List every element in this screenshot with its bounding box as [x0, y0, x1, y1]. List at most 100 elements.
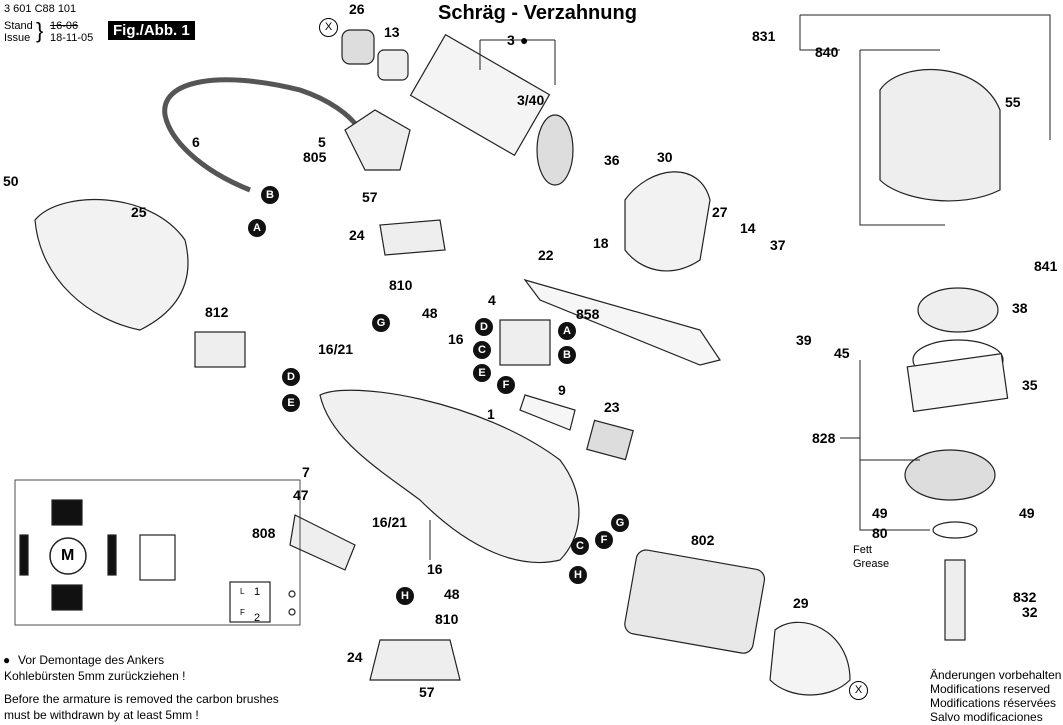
marker-c: C — [473, 341, 491, 359]
marker-x: X — [849, 681, 868, 700]
part-label: 27 — [712, 204, 728, 220]
part-label: 24 — [349, 227, 365, 243]
note-bullet-icon: ● — [3, 653, 11, 667]
part-label: 37 — [770, 237, 786, 253]
part-label: 5 — [318, 134, 326, 150]
note-en-2: must be withdrawn by at least 5mm ! — [4, 708, 199, 722]
marker-f: F — [595, 531, 613, 549]
part-label: 26 — [349, 1, 365, 17]
part-label: 48 — [422, 305, 438, 321]
part-label: 45 — [834, 345, 850, 361]
part-label: 832 — [1013, 589, 1037, 605]
footer-fr: Modifications réservées — [930, 696, 1057, 710]
part-label: 49 — [1019, 505, 1035, 521]
part-label: 841 — [1034, 258, 1058, 274]
motor-symbol — [49, 537, 87, 575]
marker-a: A — [248, 219, 266, 237]
part-label: 840 — [815, 44, 839, 60]
part-label: 48 — [444, 586, 460, 602]
part-label: 831 — [752, 28, 776, 44]
marker-g: G — [372, 314, 390, 332]
part-label: 50 — [3, 173, 19, 189]
marker-d: D — [475, 318, 493, 336]
pad-9 — [519, 394, 576, 431]
part-label: 3/40 — [517, 92, 545, 108]
part-label: 810 — [389, 277, 413, 293]
part-label: 808 — [252, 525, 276, 541]
new-date: 18-11-05 — [50, 32, 94, 44]
marker-e: E — [282, 394, 300, 412]
cover-24b — [369, 639, 461, 681]
part-label: 30 — [657, 149, 673, 165]
bevel-gear-38 — [917, 287, 999, 333]
part-label: 32 — [1022, 604, 1038, 620]
schematic-frame — [14, 479, 301, 626]
note-bullet-icon: ● — [520, 32, 529, 48]
part-label: 16/21 — [318, 341, 354, 357]
part-label: 9 — [558, 382, 566, 398]
part-label: 24 — [347, 649, 363, 665]
marker-a: A — [558, 322, 576, 340]
part-label: 22 — [538, 247, 554, 263]
gear-housing — [879, 68, 1001, 202]
marker-e: E — [473, 364, 491, 382]
issue-label: Issue — [4, 32, 31, 44]
rear-housing — [34, 198, 189, 331]
bearing-flange-828 — [904, 449, 996, 501]
grease-de: Fett — [853, 544, 872, 556]
sleeve-808 — [289, 514, 356, 571]
part-label: 57 — [419, 684, 435, 700]
power-cord — [162, 77, 363, 193]
marker-f: F — [497, 376, 515, 394]
lever-22 — [523, 278, 721, 366]
cover-24a — [379, 219, 446, 256]
part-label: 49 — [872, 505, 888, 521]
part-label: 13 — [384, 24, 400, 40]
note-en-1: Before the armature is removed the carbo… — [4, 692, 279, 706]
field-coil-802 — [624, 549, 766, 654]
marker-h: H — [569, 566, 587, 584]
old-date: 16-06 — [50, 20, 79, 32]
armature — [409, 33, 574, 186]
grease-en: Grease — [853, 558, 890, 570]
marker-b: B — [261, 186, 279, 204]
part-label: 16 — [427, 561, 443, 577]
part-label: 3 — [507, 32, 515, 48]
part-label: 858 — [576, 306, 600, 322]
part-label: 6 — [192, 134, 200, 150]
part-label: 16/21 — [372, 514, 408, 530]
motor-label: M — [61, 547, 75, 564]
terminal-label: F — [240, 608, 245, 617]
button-23 — [586, 419, 634, 461]
plug — [344, 109, 411, 171]
marker-c: C — [571, 537, 589, 555]
bearing-13 — [377, 49, 409, 81]
brace: } — [36, 18, 44, 43]
marker-x: X — [319, 18, 338, 37]
guard-29 — [769, 621, 851, 696]
footer-en: Modifications reserved — [930, 682, 1051, 696]
part-label: 80 — [872, 525, 888, 541]
note-de-1: Vor Demontage des Ankers — [18, 653, 165, 667]
part-label: 828 — [812, 430, 836, 446]
part-label: 25 — [131, 204, 147, 220]
part-label: 47 — [293, 487, 309, 503]
terminal-label: 2 — [254, 612, 261, 624]
flange-35 — [906, 353, 1009, 413]
footer-es: Salvo modificaciones — [930, 710, 1043, 724]
figure-label: Fig./Abb. 1 — [108, 21, 195, 40]
terminal-label: L — [240, 587, 245, 596]
part-label: 802 — [691, 532, 715, 548]
washer-80 — [932, 521, 978, 539]
stand-label: Stand — [4, 20, 33, 32]
part-label: 4 — [488, 292, 496, 308]
part-label: 14 — [740, 220, 756, 236]
part-label: 23 — [604, 399, 620, 415]
part-label: 39 — [796, 332, 812, 348]
part-label: 805 — [303, 149, 327, 165]
part-label: 18 — [593, 235, 609, 251]
marker-g: G — [611, 514, 629, 532]
part-label: 7 — [302, 464, 310, 480]
part-label: 1 — [487, 406, 495, 422]
